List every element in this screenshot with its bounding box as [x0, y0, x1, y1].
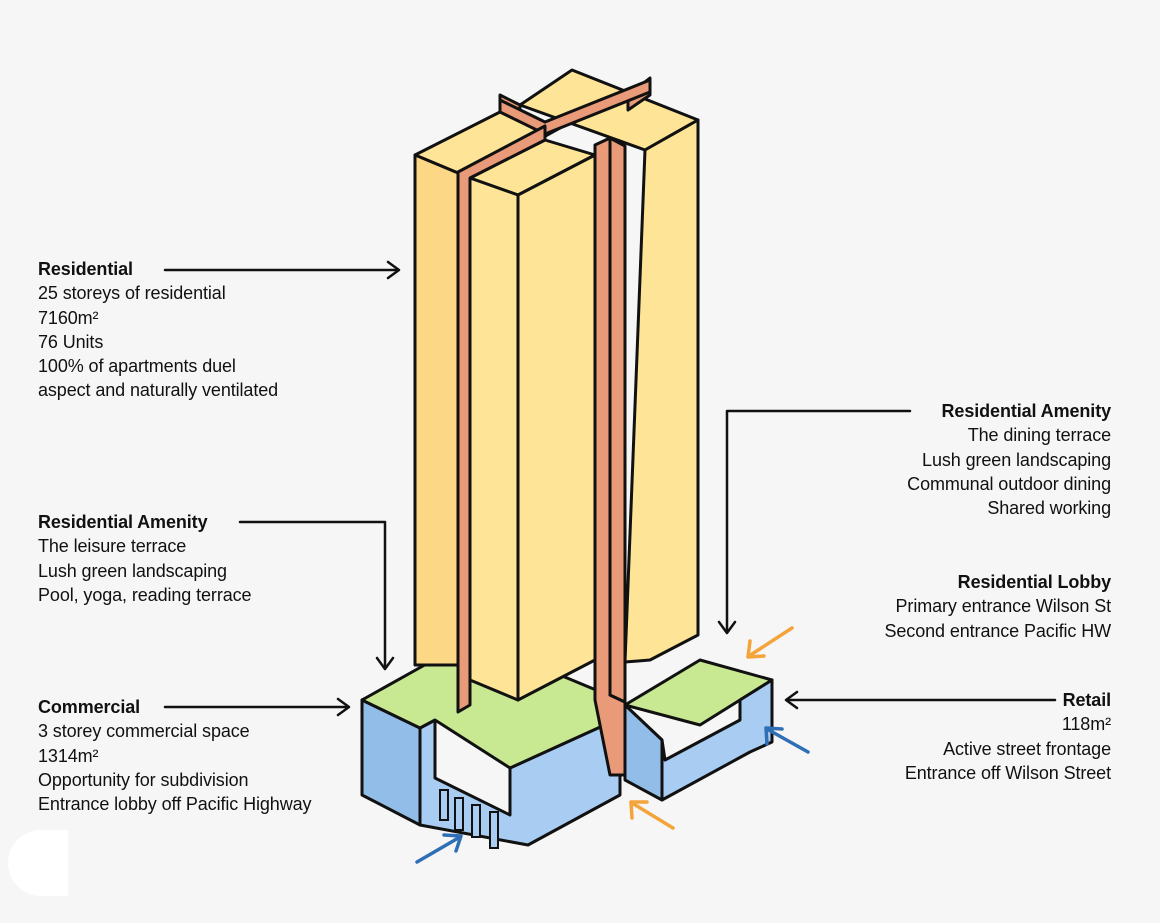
corner-tab-shape [8, 830, 68, 896]
residential-line: 7160m² [38, 307, 99, 328]
retail-block-side-face [623, 703, 664, 802]
residential-line: aspect and naturally ventilated [38, 380, 279, 401]
retail-label: Retail 118m² Active street frontage Entr… [905, 688, 1111, 785]
leader-amenity-right [725, 409, 912, 634]
frame-fin-left [456, 124, 547, 714]
commercial-title: Commercial [38, 697, 141, 717]
residential-title: Residential [38, 259, 133, 279]
entrance-arrow-commercial [415, 833, 463, 864]
leader-amenity-right-head [717, 620, 737, 635]
column-2 [454, 797, 464, 831]
lobby-title: Residential Lobby [957, 572, 1111, 592]
column-1 [439, 789, 449, 821]
column-3 [471, 804, 481, 838]
column-4 [489, 811, 499, 849]
retail-line: Entrance off Wilson Street [904, 762, 1111, 783]
entrance-arrow-retail [764, 726, 810, 754]
amenity-right-line: Shared working [987, 498, 1111, 519]
leader-residential-head [386, 260, 401, 280]
residential-line: 76 Units [38, 331, 104, 352]
entrance-arrow-lobby-secondary [629, 800, 675, 830]
retail-title: Retail [1062, 690, 1112, 710]
lobby-label: Residential Lobby Primary entrance Wilso… [884, 570, 1111, 643]
amenity-right-title: Residential Amenity [941, 401, 1112, 421]
amenity-left-line: The leisure terrace [38, 536, 187, 557]
retail-line: 118m² [1061, 714, 1111, 735]
amenity-left-label: Residential Amenity The leisure terrace … [38, 510, 252, 607]
amenity-left-line: Lush green landscaping [38, 560, 227, 581]
commercial-line: Entrance lobby off Pacific Highway [38, 794, 312, 815]
tower-front-right-face [516, 153, 597, 702]
frame-fin-cross [498, 78, 652, 136]
entrance-arrow-lobby-primary [746, 626, 794, 659]
commercial-line: 3 storey commercial space [38, 721, 250, 742]
commercial-line: Opportunity for subdivision [38, 769, 249, 790]
leader-retail-head [784, 690, 799, 710]
amenity-right-line: Lush green landscaping [922, 449, 1111, 470]
amenity-right-label: Residential Amenity The dining terrace L… [907, 399, 1111, 520]
leader-amenity-left [238, 520, 387, 670]
retail-line: Active street frontage [943, 738, 1111, 759]
tower-front-left-face [468, 176, 520, 702]
lobby-line: Second entrance Pacific HW [884, 620, 1111, 641]
frame-fin-vertical-2 [608, 136, 627, 704]
residential-line: 100% of apartments duel [38, 356, 236, 377]
leader-commercial-head [336, 697, 351, 717]
residential-label: Residential 25 storeys of residential 71… [38, 257, 278, 403]
residential-line: 25 storeys of residential [38, 283, 226, 304]
amenity-left-title: Residential Amenity [38, 512, 208, 532]
amenity-right-line: Communal outdoor dining [907, 473, 1111, 494]
tower-back-right-face [623, 118, 700, 664]
commercial-line: 1314m² [38, 745, 99, 766]
leader-amenity-left-head [375, 656, 395, 671]
amenity-right-line: The dining terrace [967, 425, 1111, 446]
lobby-line: Primary entrance Wilson St [895, 596, 1112, 617]
amenity-left-line: Pool, yoga, reading terrace [38, 584, 252, 605]
commercial-label: Commercial 3 storey commercial space 131… [38, 695, 312, 816]
